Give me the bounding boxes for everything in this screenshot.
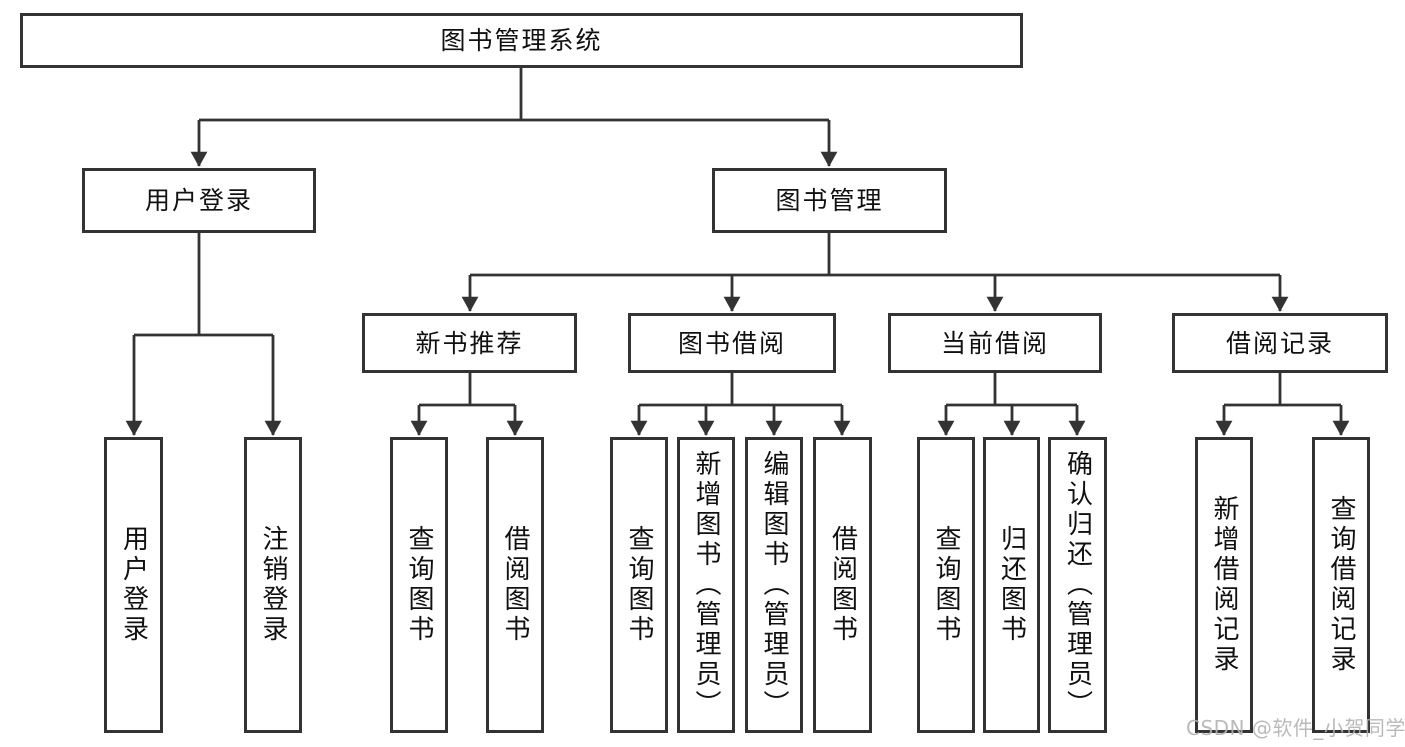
leaf-edit-books-admin: 编辑图书（管理员） (745, 437, 803, 733)
leaf-query-books-current: 查询图书 (917, 437, 975, 733)
connector-user-login-trunk (134, 233, 273, 337)
node-book-management: 图书管理 (712, 168, 947, 233)
connector-root-trunk (199, 68, 829, 122)
leaf-borrow-books-borrowing: 借阅图书 (813, 437, 872, 733)
leaf-borrow-books-borrowing-label: 借阅图书 (827, 525, 858, 645)
node-new-book-recommend-label: 新书推荐 (415, 328, 524, 358)
node-user-login: 用户登录 (82, 168, 316, 233)
leaf-logout-login: 注销登录 (244, 437, 302, 733)
node-current-borrowing-label: 当前借阅 (940, 328, 1049, 358)
csdn-watermark: CSDN @软件_小贺同学 (1186, 716, 1405, 740)
leaf-query-books-borrowing-label: 查询图书 (624, 525, 654, 645)
node-new-book-recommend: 新书推荐 (362, 313, 577, 373)
leaf-borrow-books-recommend: 借阅图书 (486, 437, 544, 733)
node-borrowing-records: 借阅记录 (1172, 313, 1388, 373)
leaf-return-books: 归还图书 (983, 437, 1040, 733)
leaf-logout-login-label: 注销登录 (258, 525, 288, 645)
leaf-add-books-admin-label: 新增图书（管理员） (691, 450, 721, 720)
leaf-add-borrow-record-label: 新增借阅记录 (1209, 495, 1239, 675)
connector-book-borrowing-trunk (639, 373, 842, 407)
node-root-label: 图书管理系统 (440, 26, 603, 55)
leaf-query-borrow-record: 查询借阅记录 (1312, 437, 1370, 733)
leaf-confirm-return-admin-label: 确认归还（管理员） (1062, 450, 1093, 720)
leaf-confirm-return-admin: 确认归还（管理员） (1048, 437, 1107, 733)
connector-current-borrowing-trunk (946, 373, 1077, 407)
connector-book-management-trunk (470, 233, 1280, 277)
connector-new-book-recommend-trunk (419, 373, 515, 407)
node-book-borrowing-label: 图书借阅 (677, 328, 786, 358)
node-book-borrowing: 图书借阅 (628, 313, 836, 373)
leaf-user-login-label: 用户登录 (118, 525, 149, 645)
leaf-return-books-label: 归还图书 (996, 525, 1027, 645)
leaf-query-books-recommend-label: 查询图书 (404, 525, 434, 645)
leaf-query-books-current-label: 查询图书 (931, 525, 961, 645)
connector-borrowing-records-trunk (1224, 373, 1341, 407)
leaf-user-login: 用户登录 (104, 437, 163, 733)
leaf-query-books-borrowing: 查询图书 (610, 437, 668, 733)
node-current-borrowing: 当前借阅 (888, 313, 1102, 373)
node-borrowing-records-label: 借阅记录 (1225, 328, 1334, 358)
node-root: 图书管理系统 (20, 13, 1023, 68)
leaf-edit-books-admin-label: 编辑图书（管理员） (759, 450, 789, 720)
leaf-add-borrow-record: 新增借阅记录 (1195, 437, 1253, 733)
leaf-query-borrow-record-label: 查询借阅记录 (1326, 495, 1356, 675)
leaf-query-books-recommend: 查询图书 (390, 437, 448, 733)
leaf-borrow-books-recommend-label: 借阅图书 (500, 525, 530, 645)
node-user-login-label: 用户登录 (144, 186, 253, 215)
leaf-add-books-admin: 新增图书（管理员） (677, 437, 735, 733)
node-book-management-label: 图书管理 (775, 186, 884, 215)
